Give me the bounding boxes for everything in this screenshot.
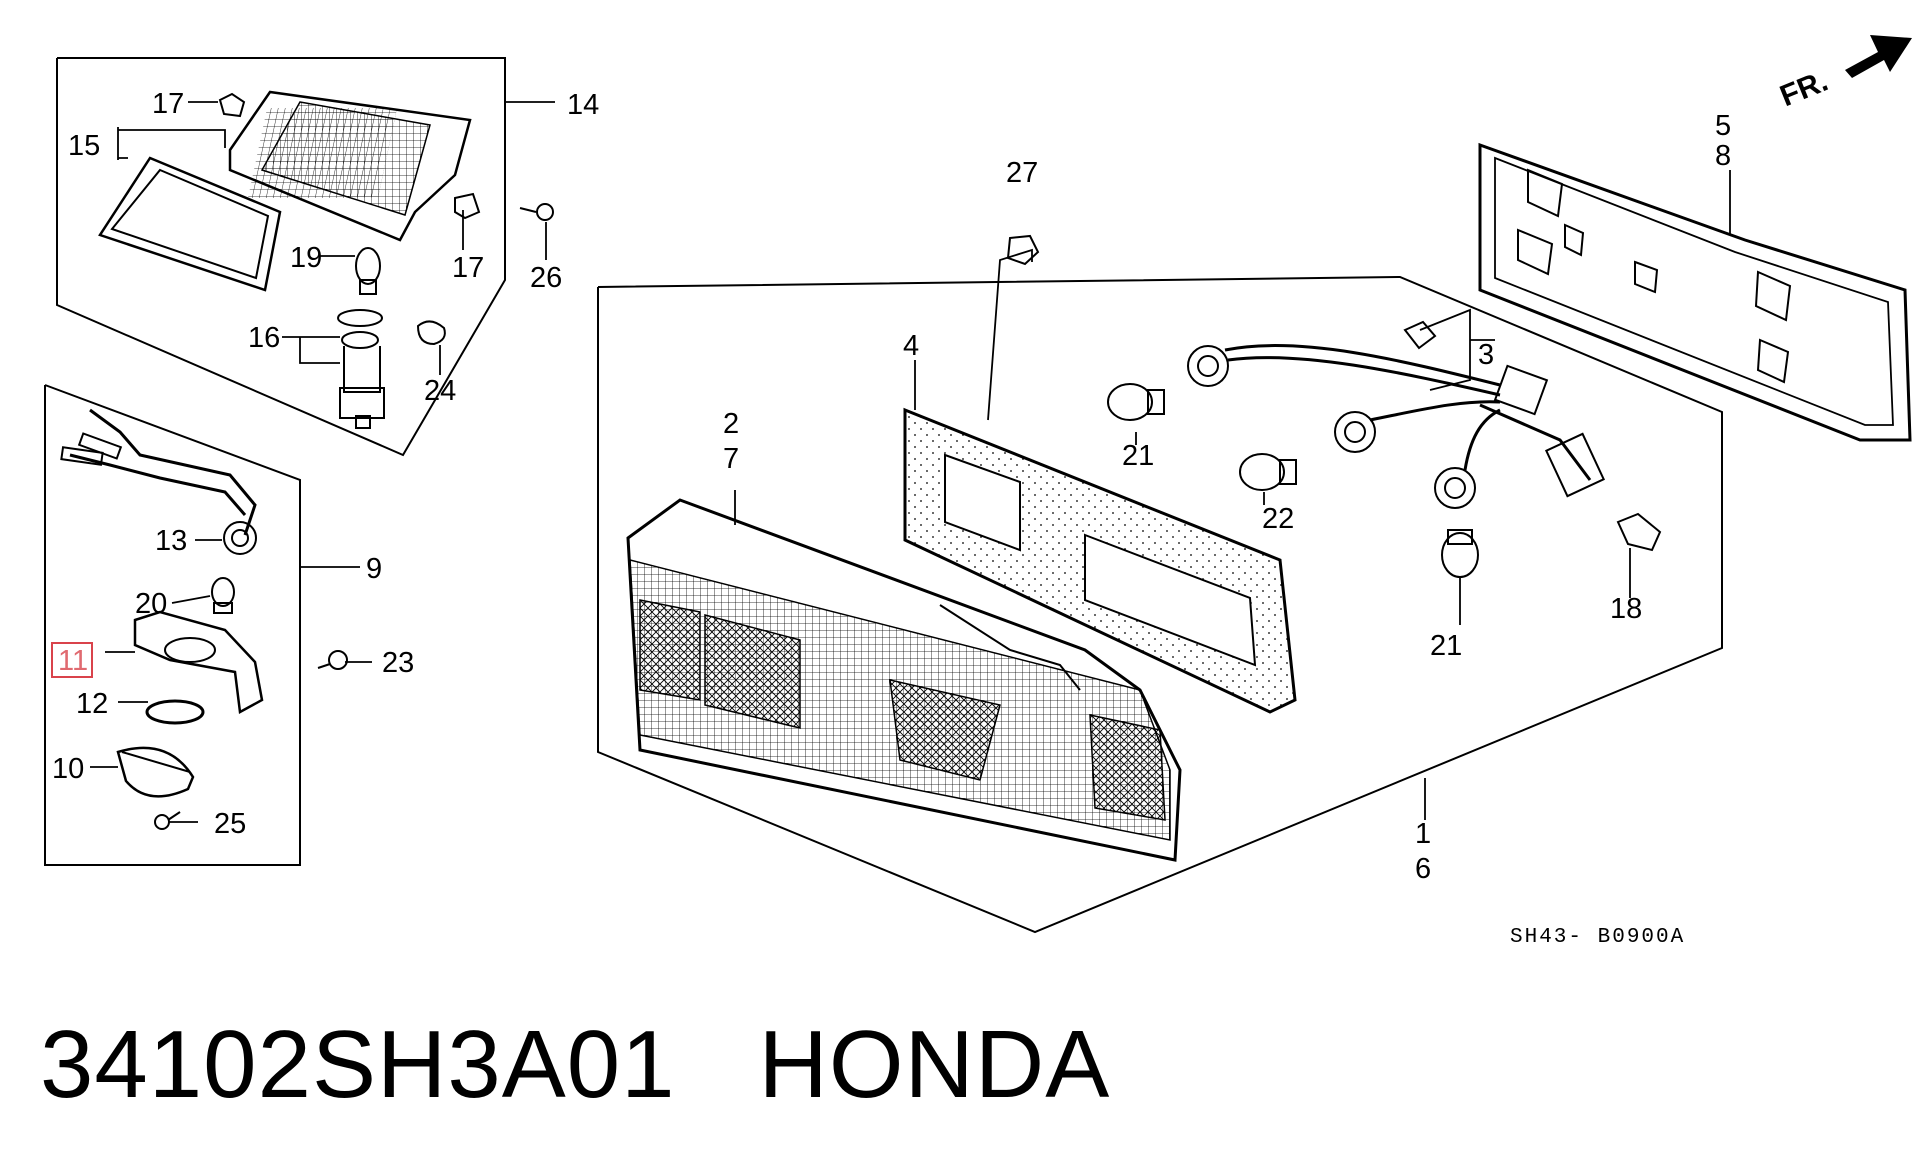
label-7: 7 — [723, 443, 739, 475]
direction-label: FR. — [1775, 65, 1832, 114]
grommet-24 — [416, 320, 446, 346]
screw-26 — [519, 203, 554, 221]
socket-16 — [337, 309, 385, 429]
label-2: 2 — [723, 408, 739, 440]
license-light-group — [44, 384, 348, 866]
socket-18 — [1616, 512, 1662, 552]
label-11[interactable]: 11 — [58, 645, 88, 677]
bulb-22 — [1239, 453, 1297, 491]
label-26: 26 — [530, 262, 562, 294]
bulb-20 — [211, 577, 235, 614]
label-21-upper: 21 — [1122, 440, 1154, 472]
lens-gasket-15 — [98, 156, 282, 292]
bulb-21-lower — [1441, 529, 1479, 578]
harness-3 — [1187, 320, 1606, 509]
label-3: 3 — [1478, 339, 1494, 371]
label-19: 19 — [290, 242, 322, 274]
highlight-box-11[interactable] — [51, 642, 93, 678]
label-13: 13 — [155, 525, 187, 557]
label-10: 10 — [52, 753, 84, 785]
lens-10 — [116, 746, 195, 798]
label-23: 23 — [382, 647, 414, 679]
part-labels: 17 15 14 19 17 26 16 24 13 9 20 11 23 12… — [51, 88, 1731, 949]
part-caption: 34102SH3A01 HONDA — [40, 1010, 1110, 1120]
label-24: 24 — [424, 375, 456, 407]
label-21-lower: 21 — [1430, 630, 1462, 662]
label-6: 6 — [1415, 853, 1431, 885]
group-frame-1-6 — [597, 275, 1723, 934]
label-8: 8 — [1715, 140, 1731, 172]
label-14: 14 — [567, 89, 599, 121]
clip-17-top — [218, 92, 246, 118]
label-22: 22 — [1262, 503, 1294, 535]
light-base-11 — [133, 610, 264, 714]
label-18: 18 — [1610, 593, 1642, 625]
label-12: 12 — [76, 688, 108, 720]
label-27: 27 — [1006, 157, 1038, 189]
part-number: 34102SH3A01 — [40, 1011, 676, 1118]
screw-25 — [154, 811, 181, 830]
gasket-12 — [145, 699, 205, 725]
tail-light-assembly — [597, 234, 1723, 934]
backing-plate-5-8 — [1478, 142, 1912, 442]
group-frame-14 — [56, 57, 506, 457]
clip-17-bottom — [454, 192, 481, 220]
bulb-19 — [355, 247, 381, 295]
reference-code: SH43- B0900A — [1510, 926, 1685, 949]
label-17-top: 17 — [152, 88, 184, 120]
label-1: 1 — [1415, 818, 1431, 850]
label-20: 20 — [135, 588, 167, 620]
brand-name: HONDA — [758, 1011, 1111, 1118]
high-mount-light-group — [56, 57, 554, 457]
label-9: 9 — [366, 553, 382, 585]
label-4: 4 — [903, 330, 919, 362]
label-5: 5 — [1715, 110, 1731, 142]
screw-23 — [317, 650, 348, 670]
label-17-bottom: 17 — [452, 252, 484, 284]
label-25: 25 — [214, 808, 246, 840]
nut-27 — [1006, 234, 1040, 266]
bulb-21-upper — [1107, 383, 1165, 421]
leader-lines — [90, 101, 1731, 823]
label-16: 16 — [248, 322, 280, 354]
harness-13 — [89, 408, 257, 536]
group-frame-9 — [44, 384, 301, 866]
label-15: 15 — [68, 130, 100, 162]
front-direction-arrow: FR. — [1775, 35, 1912, 113]
